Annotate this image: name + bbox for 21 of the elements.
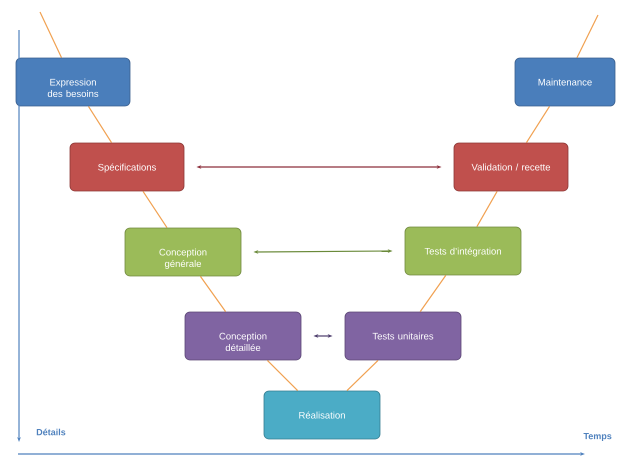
connector-line — [266, 360, 298, 392]
connector-line — [420, 275, 446, 312]
connector-line — [200, 276, 226, 312]
process-box: Validation / recette — [454, 142, 568, 192]
connector-line — [476, 191, 498, 227]
connector-line — [39, 12, 62, 58]
connector-line — [526, 106, 550, 143]
connector-line — [576, 14, 599, 58]
connector-line — [346, 360, 378, 392]
process-box: Réalisation — [264, 390, 380, 440]
process-box: Tests unitaires — [344, 312, 462, 360]
axis-label: Temps — [584, 432, 612, 442]
axis-label: Détails — [36, 428, 66, 436]
process-box: Conception détaillée — [184, 312, 302, 360]
process-box: Conception générale — [124, 228, 242, 276]
process-box: Spécifications — [70, 142, 184, 192]
process-box: Expression des besoins — [16, 58, 130, 106]
connector-line — [88, 106, 112, 143]
process-box: Maintenance — [514, 58, 616, 106]
connector-line — [142, 191, 168, 228]
process-box: Tests d’intégration — [404, 226, 522, 276]
